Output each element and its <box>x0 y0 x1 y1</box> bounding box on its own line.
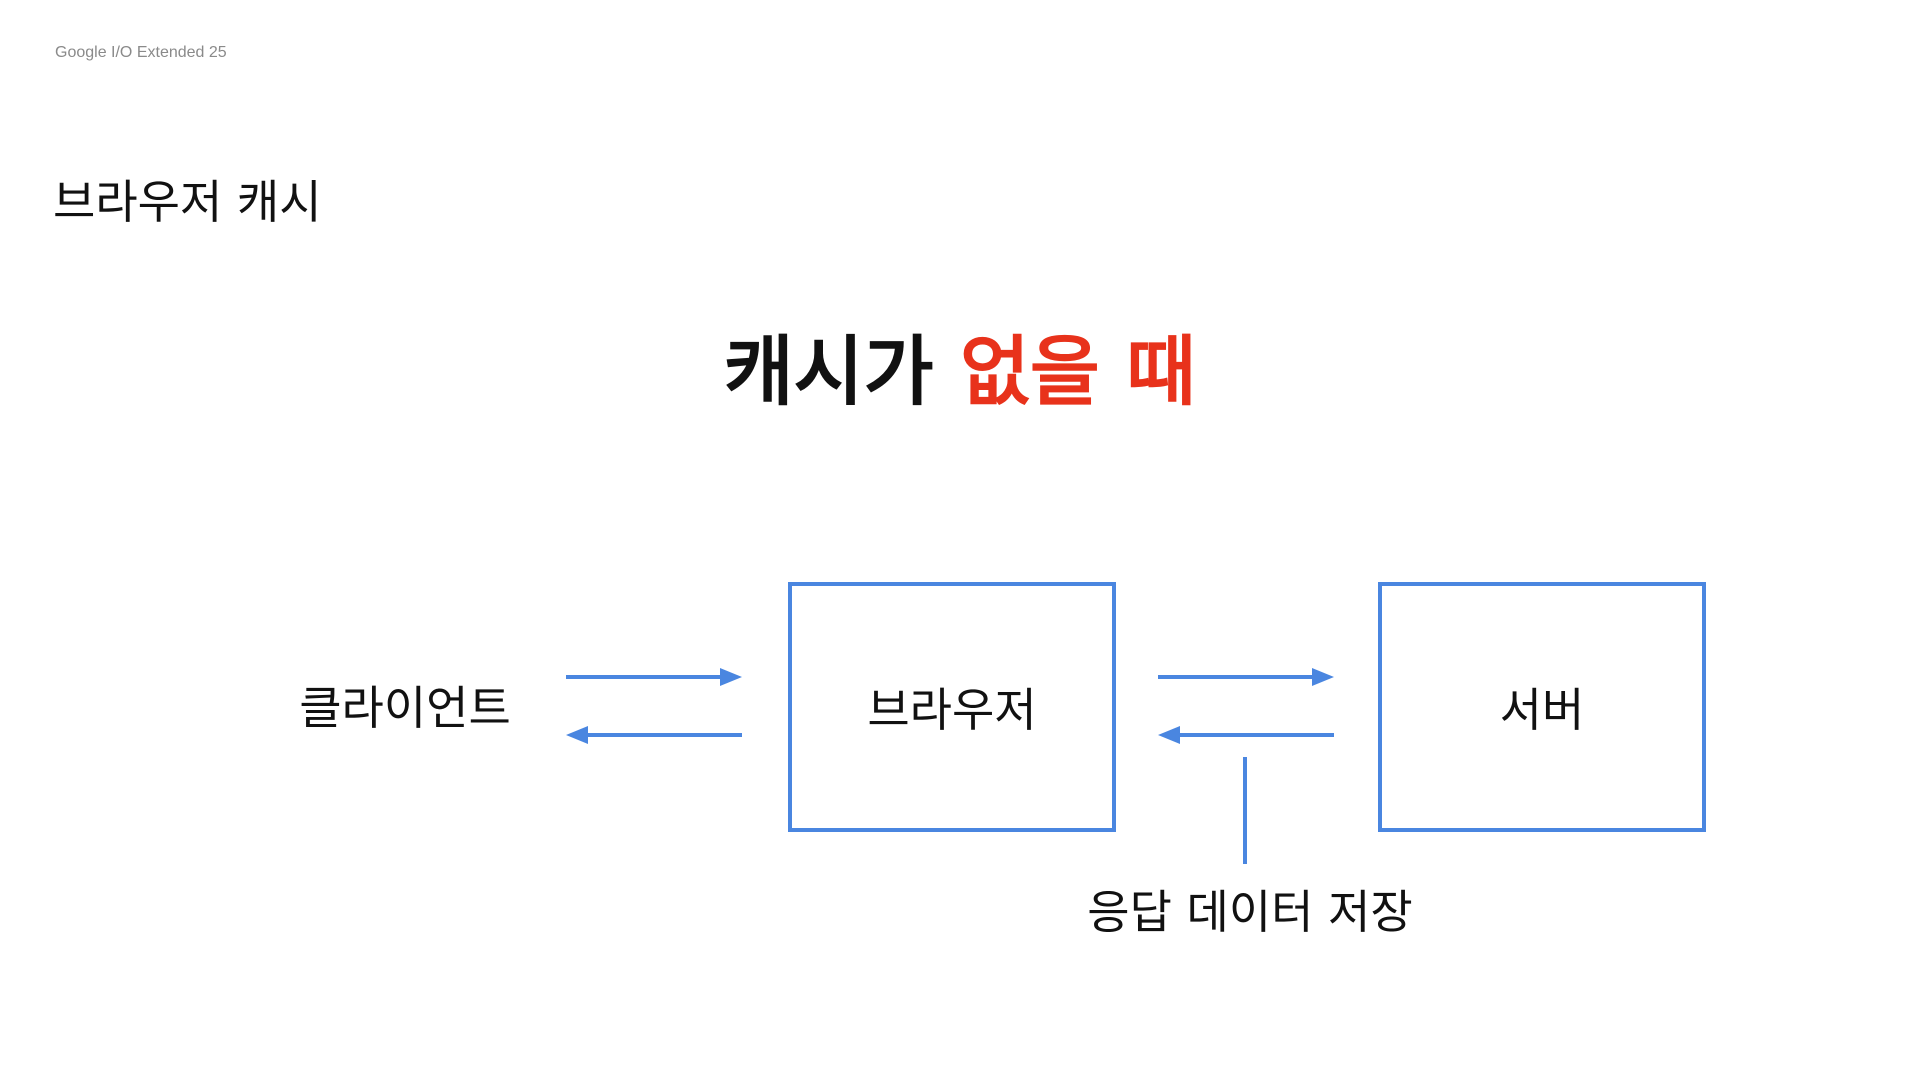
client-label: 클라이언트 <box>299 681 511 735</box>
section-title: 브라우저 캐시 <box>53 175 322 229</box>
browser-label: 브라우저 <box>867 683 1037 737</box>
annotation-label: 응답 데이터 저장 <box>1087 885 1413 939</box>
event-label: Google I/O Extended 25 <box>55 44 227 61</box>
server-label: 서버 <box>1499 683 1585 737</box>
headline: 캐시가 없을 때 <box>0 330 1920 414</box>
server-box: 서버 <box>1378 582 1706 832</box>
headline-prefix: 캐시가 <box>723 327 960 416</box>
browser-to-client-arrowhead <box>566 726 588 744</box>
browser-to-server-arrowhead <box>1312 668 1334 686</box>
client-to-browser-arrowhead <box>720 668 742 686</box>
server-to-browser-arrowhead <box>1158 726 1180 744</box>
browser-box: 브라우저 <box>788 582 1116 832</box>
headline-highlight: 없을 때 <box>960 327 1197 416</box>
